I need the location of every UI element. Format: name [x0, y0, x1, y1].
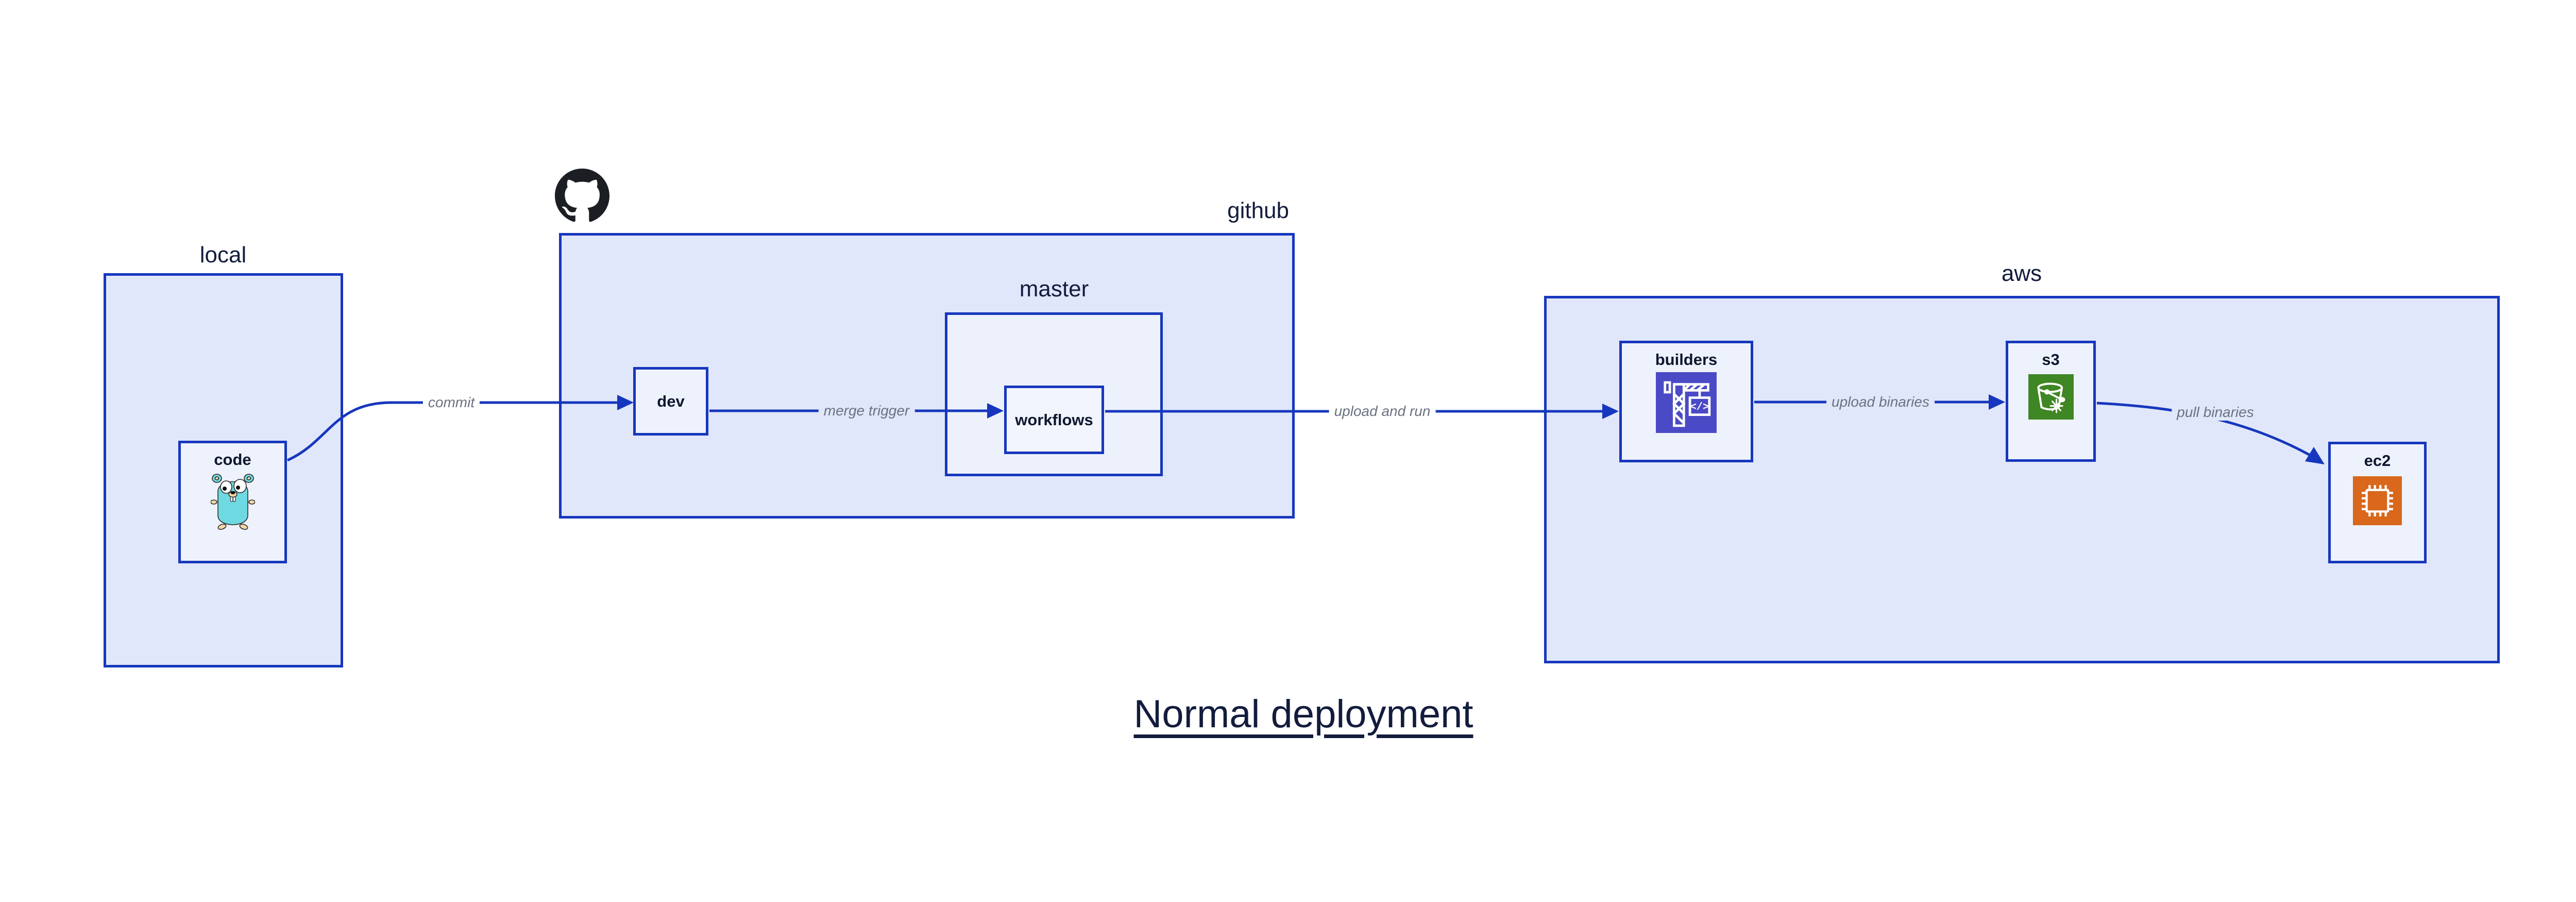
upload-binaries-edge-label: upload binaries — [1826, 394, 1935, 410]
workflows-node-label: workflows — [1015, 410, 1093, 429]
go-gopher-icon — [210, 474, 255, 530]
ec2-chip-icon — [2353, 476, 2402, 525]
local-group-label: local — [199, 242, 247, 268]
builders-node: builders </> — [1619, 341, 1753, 462]
builders-node-label: builders — [1655, 350, 1718, 369]
workflows-node: workflows — [1004, 386, 1104, 454]
master-group-label: master — [1019, 276, 1089, 302]
s3-node: s3 — [2006, 341, 2096, 462]
merge-trigger-edge-label: merge trigger — [818, 403, 915, 419]
s3-glacier-bucket-icon — [2028, 374, 2074, 420]
github-octocat-icon — [555, 169, 609, 222]
ec2-node: ec2 — [2328, 442, 2427, 563]
upload-and-run-edge-label: upload and run — [1329, 403, 1436, 420]
github-group-label: github — [1227, 198, 1289, 223]
ec2-node-label: ec2 — [2364, 452, 2391, 470]
dev-node-label: dev — [657, 392, 685, 410]
aws-group-label: aws — [2001, 261, 2042, 286]
codebuild-crane-icon: </> — [1656, 372, 1717, 433]
s3-node-label: s3 — [2042, 350, 2060, 369]
dev-node: dev — [633, 367, 708, 436]
code-node-label: code — [214, 450, 251, 469]
pull-binaries-edge-label: pull binaries — [2172, 404, 2259, 421]
code-node: code — [178, 441, 287, 563]
diagram-title: Normal deployment — [1133, 692, 1473, 736]
commit-edge-label: commit — [422, 394, 480, 411]
svg-text:</>: </> — [1690, 402, 1709, 413]
